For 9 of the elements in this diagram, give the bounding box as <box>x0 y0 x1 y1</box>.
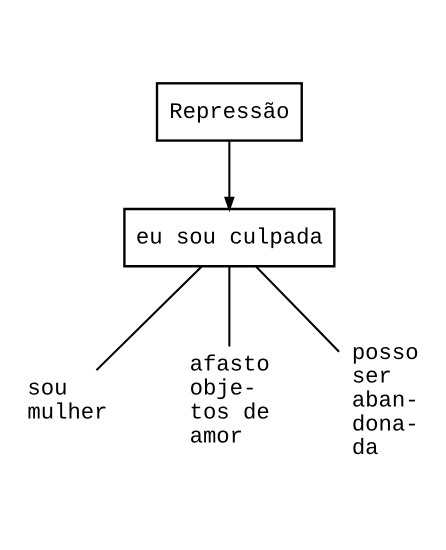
node-text: sou mulher <box>27 376 108 426</box>
connector <box>228 266 230 347</box>
connector <box>255 266 340 352</box>
node-box: eu sou culpada <box>123 208 336 268</box>
node-text: posso ser aban- dona- da <box>352 340 419 462</box>
connector <box>96 266 203 371</box>
node-box: Repressão <box>156 82 303 142</box>
node-text: afasto obje- tos de amor <box>190 352 270 450</box>
arrow <box>224 140 235 212</box>
